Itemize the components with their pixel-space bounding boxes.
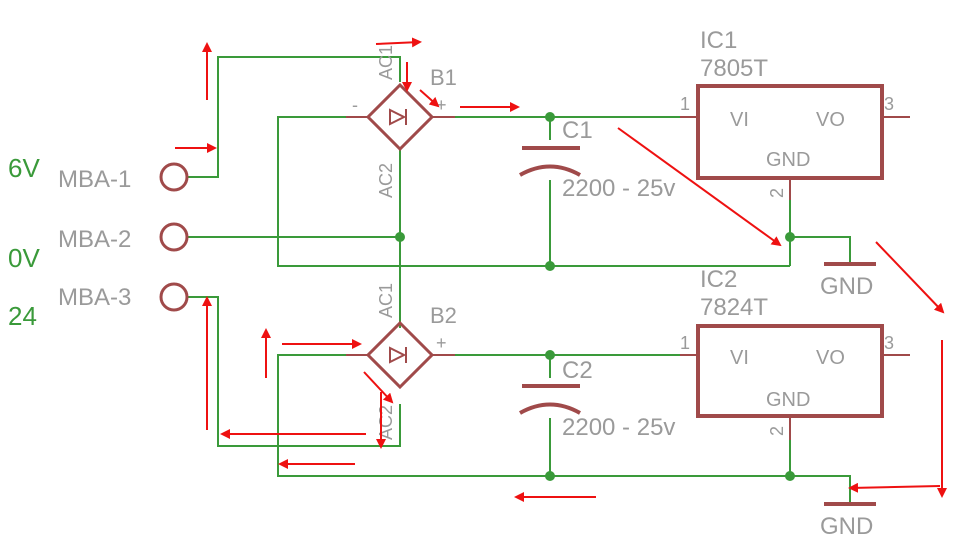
bridge-rectifier-b2: B2 - + AC1 AC2 — [346, 283, 457, 440]
connector-mba2: MBA-2 — [58, 222, 189, 253]
capacitor-name: C2 — [562, 357, 593, 384]
connector-mba3: MBA-3 — [58, 282, 189, 312]
ground-symbol-2: GND — [820, 502, 876, 540]
ic-pin1: 1 — [680, 94, 690, 114]
voltage-label-24: 24 — [8, 301, 37, 331]
capacitor-name: C1 — [562, 117, 593, 144]
flow-arrow — [848, 482, 941, 493]
voltage-label-0v: 0V — [8, 243, 40, 273]
flow-arrow — [419, 89, 440, 108]
ic-pin-vi: VI — [730, 109, 749, 131]
bridge-plus: + — [436, 333, 447, 353]
ic-pin-vo: VO — [816, 347, 845, 369]
bridge-name: B2 — [430, 303, 457, 328]
ic-pin-gnd: GND — [766, 149, 810, 171]
bridge-ac1: AC1 — [376, 283, 396, 318]
junction-dot — [785, 471, 795, 481]
junction-dot — [545, 112, 555, 122]
flow-arrow — [375, 37, 422, 48]
ic-pin3: 3 — [884, 333, 894, 353]
flow-arrow — [363, 371, 394, 404]
junction-dot — [545, 471, 555, 481]
ground-label: GND — [820, 513, 873, 540]
bridge-ac2: AC2 — [376, 163, 396, 198]
bridge-name: B1 — [430, 65, 457, 90]
ic-pin-vi: VI — [730, 347, 749, 369]
current-flow-arrows — [175, 37, 947, 502]
regulator-ic2: IC2 7824T VI VO GND 1 3 2 — [680, 266, 910, 440]
connector-label: MBA-1 — [58, 166, 131, 193]
bridge-ac1: AC1 — [376, 45, 396, 80]
capacitor-value: 2200 - 25v — [562, 414, 675, 441]
connector-mba1: MBA-1 — [58, 162, 189, 193]
ic-name: IC1 — [700, 27, 737, 54]
junction-dots — [395, 112, 795, 481]
junction-dot — [785, 232, 795, 242]
ic-pin-vo: VO — [816, 109, 845, 131]
ic-pin3: 3 — [884, 94, 894, 114]
ground-label: GND — [820, 273, 873, 300]
flow-arrow — [617, 127, 782, 247]
bridge-minus: - — [352, 95, 358, 115]
voltage-label-6v: 6V — [8, 153, 40, 183]
ground-symbol-1: GND — [820, 262, 876, 300]
capacitor-c2: C2 2200 - 25v — [519, 357, 675, 441]
bridge-ac2: AC2 — [376, 405, 396, 440]
regulator-ic1: IC1 7805T VI VO GND 1 3 2 — [680, 27, 910, 200]
ic-pin1: 1 — [680, 333, 690, 353]
ic-part: 7824T — [700, 294, 768, 321]
junction-dot — [545, 350, 555, 360]
ic-pin2: 2 — [767, 188, 787, 198]
ic-part: 7805T — [700, 55, 768, 82]
bridge-rectifier-b1: B1 - + AC1 AC2 — [346, 45, 457, 198]
capacitor-value: 2200 - 25v — [562, 175, 675, 202]
connector-label: MBA-2 — [58, 226, 131, 253]
capacitor-c1: C1 2200 - 25v — [519, 117, 675, 202]
junction-dot — [545, 261, 555, 271]
ic-pin-gnd: GND — [766, 389, 810, 411]
ic-name: IC2 — [700, 266, 737, 293]
ic-pin2: 2 — [767, 426, 787, 436]
flow-arrow — [875, 241, 945, 314]
wires — [188, 56, 851, 502]
connector-label: MBA-3 — [58, 284, 131, 311]
junction-dot — [395, 232, 405, 242]
bridge-plus: + — [436, 95, 447, 115]
